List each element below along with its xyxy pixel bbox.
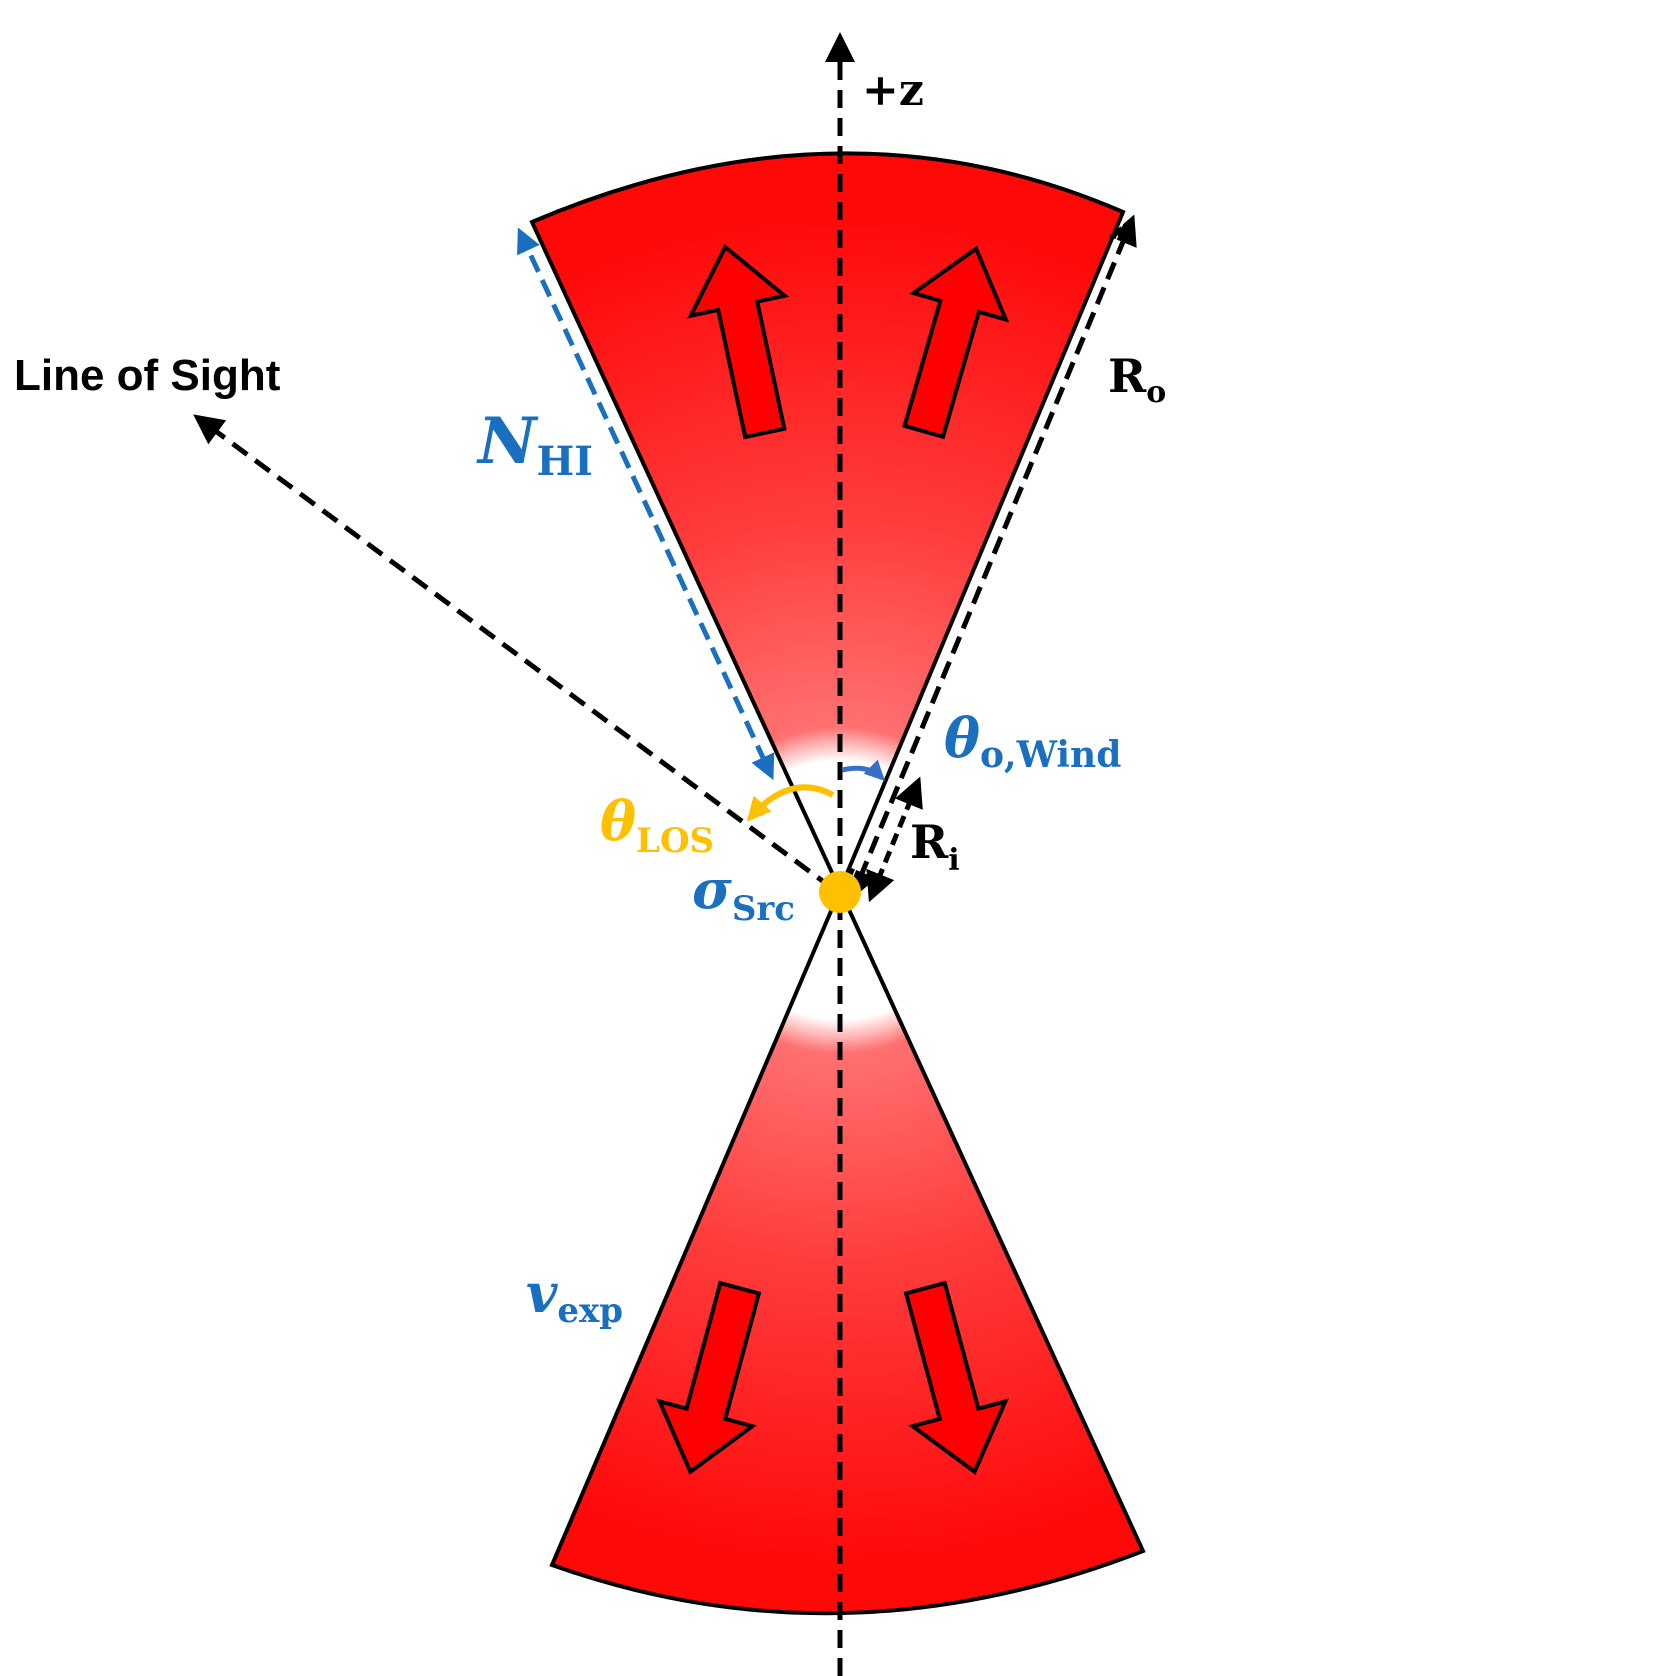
upper-wind-cone — [529, 151, 1126, 895]
los-angle-label: θLOS — [600, 789, 714, 861]
source-width-label: σSrc — [692, 857, 795, 929]
wind-angle-label: θo,Wind — [944, 706, 1121, 776]
point-source-icon — [819, 871, 861, 913]
outflow-arrow-icon — [903, 1280, 1009, 1475]
line-of-sight-arrow — [193, 414, 834, 891]
z-axis-label: +z — [862, 65, 924, 116]
expansion-velocity-label: vexp — [526, 1261, 623, 1331]
lower-wind-cone — [549, 885, 1146, 1616]
outer-radius-arrow-highlight — [852, 217, 1126, 877]
column-density-arrow — [517, 227, 775, 781]
outer-radius-arrow — [848, 214, 1137, 901]
column-density-label: NHI — [476, 404, 593, 485]
wind-angle-arc — [841, 759, 885, 781]
outflow-arrow-icon — [656, 1280, 762, 1475]
line-of-sight-label: Line of Sight — [14, 351, 281, 400]
inner-radius-label: Ri — [910, 815, 960, 878]
outer-radius-label: Ro — [1108, 349, 1166, 410]
los-angle-arc — [746, 784, 835, 822]
